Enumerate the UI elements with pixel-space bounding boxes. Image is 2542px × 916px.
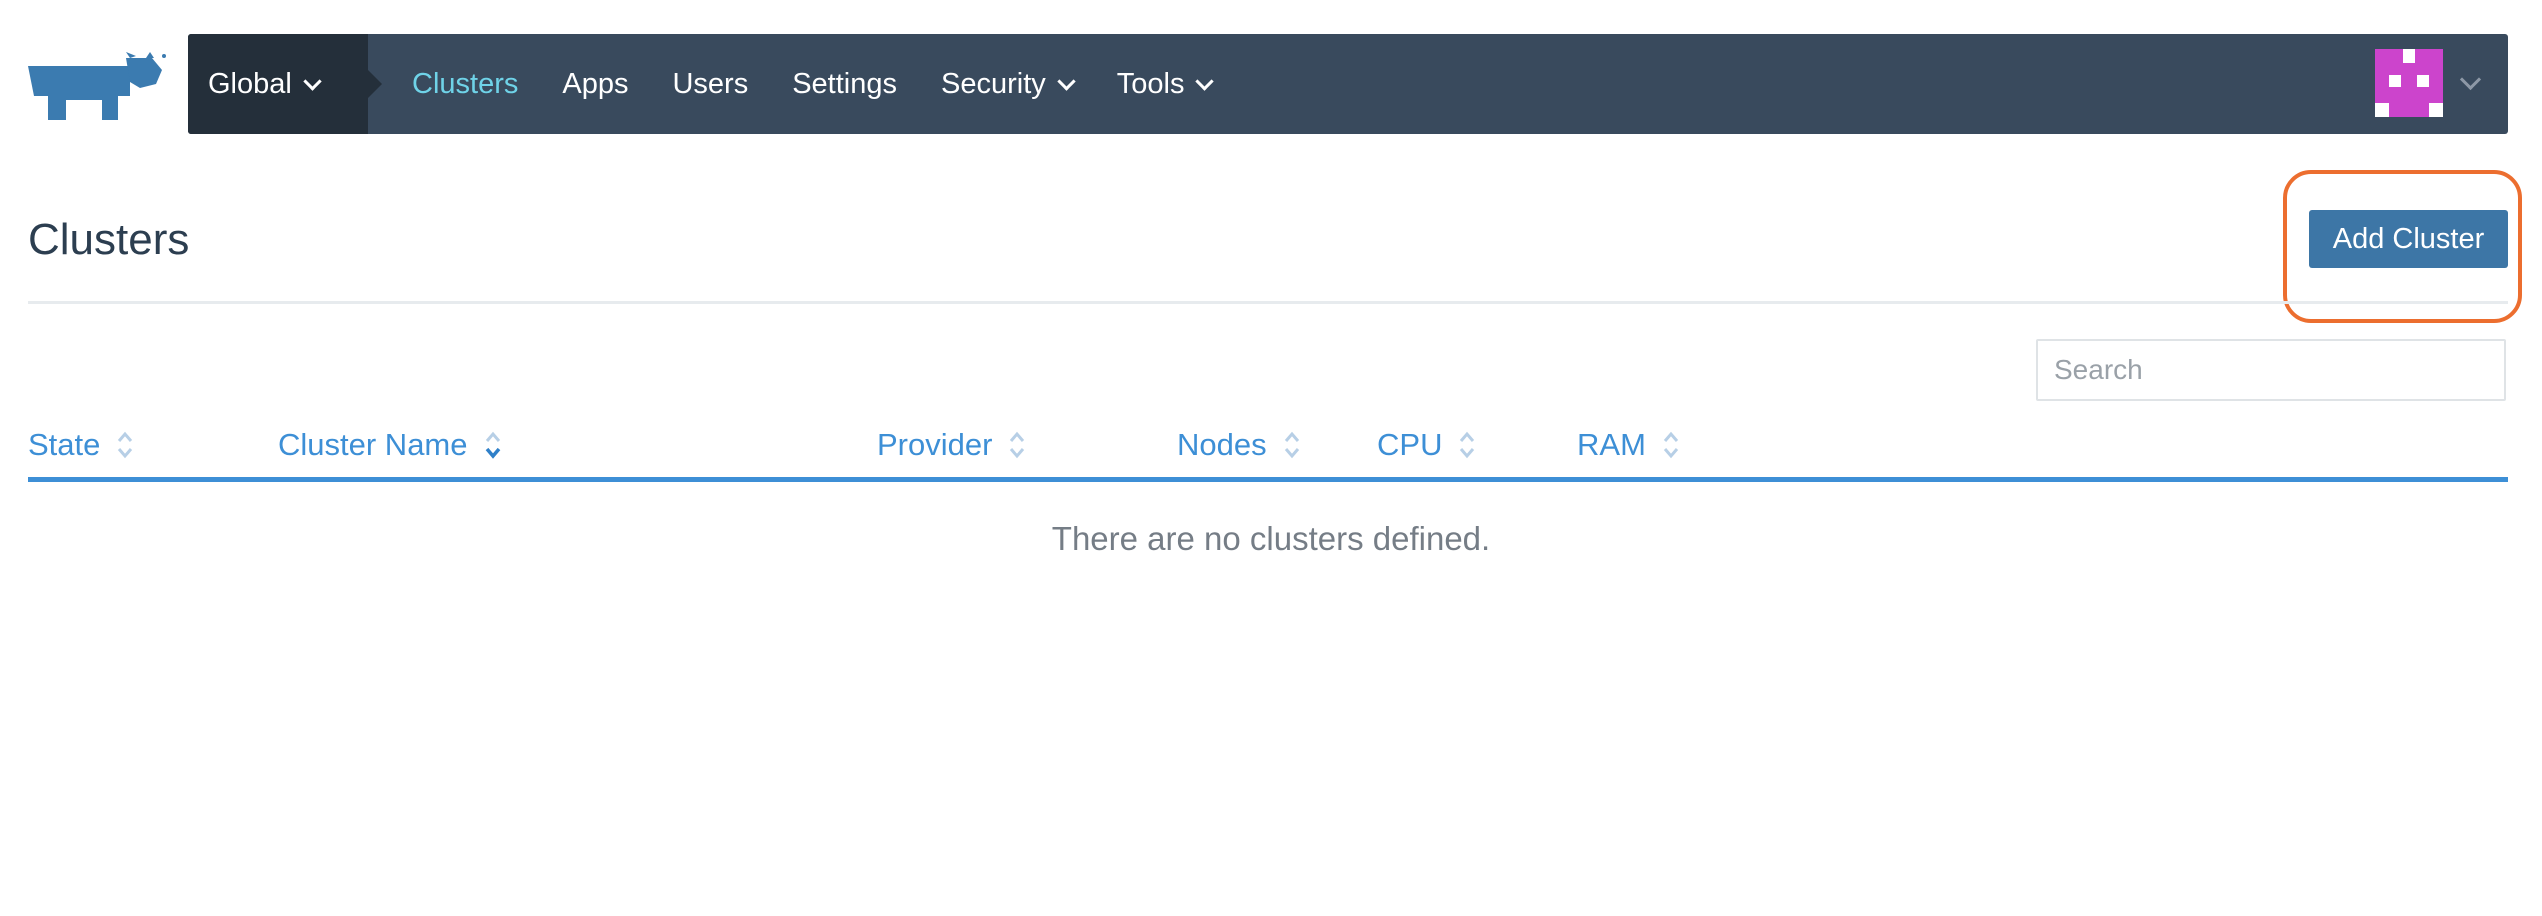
nav-item-users[interactable]: Users xyxy=(672,34,748,134)
column-header-label: Cluster Name xyxy=(278,427,468,462)
column-header-ram[interactable]: RAM xyxy=(1577,420,1680,470)
global-scope-label: Global xyxy=(208,67,292,100)
sort-arrows-icon xyxy=(1663,431,1679,459)
nav-item-settings[interactable]: Settings xyxy=(792,34,897,134)
divider xyxy=(28,301,2508,304)
empty-table-message: There are no clusters defined. xyxy=(1051,520,1491,557)
highlight-annotation xyxy=(2283,170,2522,323)
nav-item-label: Users xyxy=(672,67,749,100)
column-header-label: RAM xyxy=(1577,427,1646,462)
sort-arrows-icon xyxy=(1460,431,1475,459)
chevron-down-icon xyxy=(2459,68,2482,90)
nav-item-clusters[interactable]: Clusters xyxy=(412,34,518,134)
sort-arrows-icon xyxy=(1284,431,1299,459)
table-header-divider xyxy=(28,477,2508,482)
column-header-nodes[interactable]: Nodes xyxy=(1177,420,1301,470)
column-header-label: Nodes xyxy=(1177,427,1267,462)
chevron-down-icon xyxy=(1195,71,1215,91)
add-cluster-button[interactable]: Add Cluster xyxy=(2309,210,2508,268)
nav-item-tools[interactable]: Tools xyxy=(1116,34,1215,134)
chevron-down-icon xyxy=(1057,71,1076,91)
page-title: Clusters xyxy=(28,215,190,264)
nav-item-label: Apps xyxy=(562,67,629,100)
nav-links: Clusters Apps Users Settings Security To… xyxy=(368,34,1215,134)
nav-item-apps[interactable]: Apps xyxy=(562,34,628,134)
column-header-provider[interactable]: Provider xyxy=(877,420,1026,470)
nav-item-label: Clusters xyxy=(412,67,519,100)
column-header-label: Provider xyxy=(877,427,993,462)
nav-item-security[interactable]: Security xyxy=(941,34,1076,134)
sort-arrows-icon xyxy=(118,431,133,459)
column-header-cpu[interactable]: CPU xyxy=(1377,420,1476,470)
nav-item-label: Security xyxy=(941,67,1046,100)
sort-arrows-icon xyxy=(1010,431,1025,459)
user-menu[interactable] xyxy=(2375,49,2482,117)
chevron-down-icon xyxy=(303,71,322,91)
user-avatar-icon xyxy=(2375,49,2443,117)
nav-item-label: Tools xyxy=(1116,67,1185,100)
sort-descending-icon xyxy=(485,431,500,459)
nav-item-label: Settings xyxy=(792,67,897,100)
global-scope-dropdown[interactable]: Global xyxy=(188,34,382,134)
search-input[interactable] xyxy=(2036,339,2506,401)
top-nav-bar: Global Clusters Apps Users Settings Secu… xyxy=(188,34,2508,134)
column-header-state[interactable]: State xyxy=(28,420,134,470)
column-header-cluster-name[interactable]: Cluster Name xyxy=(278,420,502,470)
column-header-label: State xyxy=(28,427,101,462)
column-header-label: CPU xyxy=(1377,427,1443,462)
rancher-logo-icon[interactable] xyxy=(26,52,166,120)
